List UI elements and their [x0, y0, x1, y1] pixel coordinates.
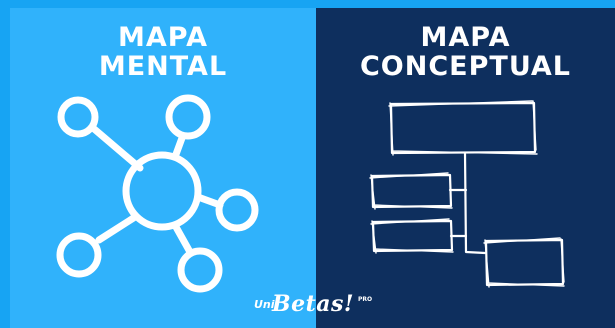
- mind-map-node: [177, 247, 223, 293]
- concept-box-mid2: [371, 219, 454, 253]
- mind-map-node: [56, 232, 102, 278]
- concept-box-mid1-sketch: [369, 172, 453, 210]
- unibetas-logo: Uni Betas! PRO: [250, 291, 400, 326]
- mind-map-node: [215, 188, 259, 232]
- mind-map-connector: [194, 193, 224, 209]
- mind-map-connector: [172, 223, 194, 256]
- mind-map-connector: [95, 213, 139, 244]
- logo-pro-text: PRO: [358, 296, 373, 303]
- concept-map-title-line1: MAPA: [420, 22, 511, 53]
- mind-map-connector: [89, 124, 144, 172]
- mind-map-title-line2: MENTAL: [98, 51, 228, 82]
- concept-box-top-sketch: [388, 100, 538, 156]
- mind-map-center-node: [122, 151, 202, 231]
- concept-box-bottom: [484, 238, 565, 287]
- logo-uni-text: Uni: [254, 298, 275, 311]
- concept-box-top: [389, 101, 537, 155]
- mind-map-title-line1: MAPA: [118, 22, 208, 53]
- mind-map-node: [165, 94, 211, 140]
- concept-map-title: MAPA CONCEPTUAL: [316, 24, 615, 80]
- concept-box-mid1: [370, 173, 453, 209]
- logo-betas-text: Betas!: [272, 291, 355, 317]
- mind-map-connector: [171, 134, 186, 161]
- concept-connector: [463, 151, 487, 255]
- concept-box-mid2-sketch: [370, 218, 454, 254]
- concept-box-bottom-sketch: [483, 237, 565, 288]
- mind-map-panel: MAPA MENTAL: [10, 8, 316, 328]
- concept-map-panel: MAPA CONCEPTUAL: [316, 8, 615, 328]
- concept-map-title-line2: CONCEPTUAL: [359, 51, 572, 82]
- mind-map-title: MAPA MENTAL: [10, 24, 316, 80]
- mind-map-node: [57, 96, 99, 138]
